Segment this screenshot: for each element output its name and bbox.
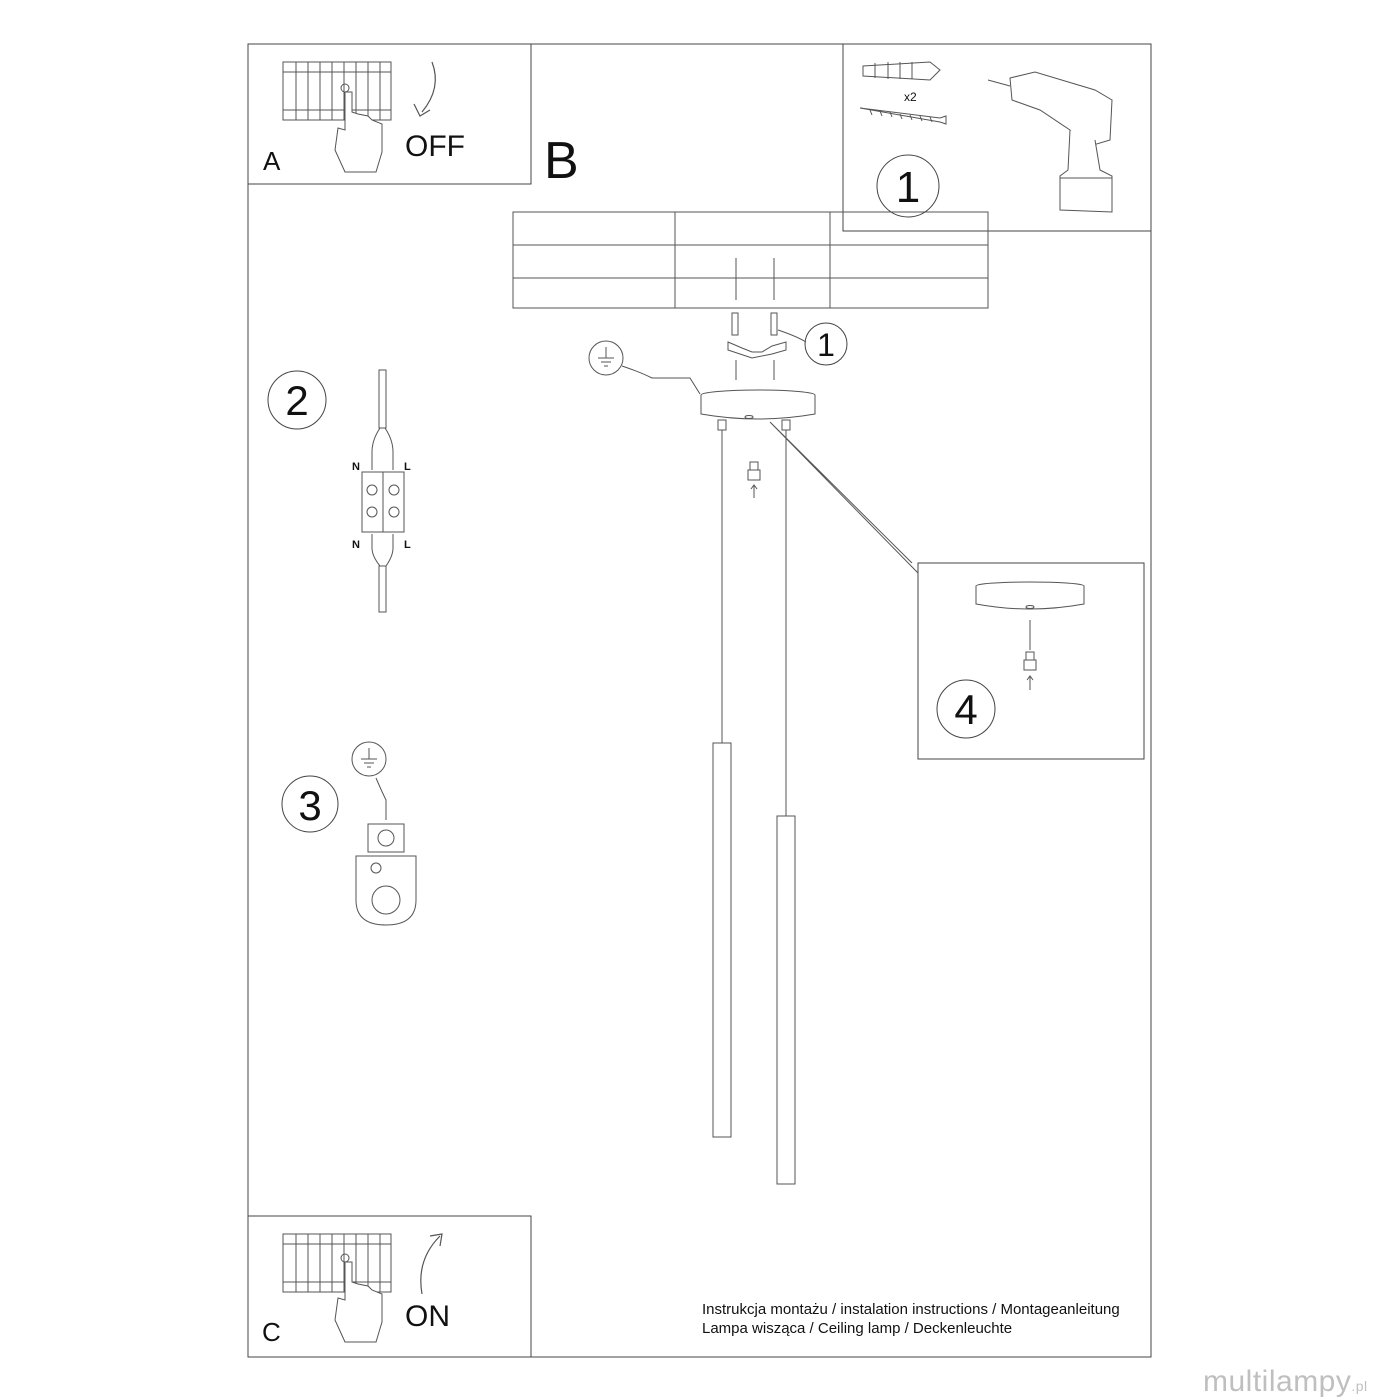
detail-callout-line [769, 421, 919, 574]
watermark-logo: multilampy.pl [1203, 1365, 1368, 1399]
watermark-suffix: .pl [1351, 1378, 1368, 1394]
terminal-label-l-bottom: L [404, 539, 411, 551]
ground-symbol-icon [351, 741, 387, 820]
terminal-label-l-top: L [404, 461, 411, 473]
pendant-lamp [712, 419, 796, 1185]
panel-c-box [247, 1215, 532, 1358]
terminal-block-icon [361, 369, 405, 613]
instruction-caption: Instrukcja montażu / instalation instruc… [702, 1300, 1120, 1338]
drill-icon [987, 71, 1113, 213]
panel-a-letter: A [263, 146, 281, 176]
wall-plug-icon [862, 61, 941, 81]
panel-c-letter: C [262, 1317, 281, 1347]
step3-number: 3 [298, 782, 321, 829]
ground-symbol-icon [588, 340, 701, 395]
panel-c-switch-label: ON [405, 1300, 450, 1333]
grub-screw-icon [1023, 620, 1037, 690]
screw-icon [859, 107, 947, 125]
ceiling-canopy [700, 389, 816, 420]
curved-arrow-icon [420, 1235, 441, 1295]
grub-screw-icon [747, 461, 761, 498]
step1-callout-number: 1 [817, 327, 835, 363]
ground-clamp-icon [355, 823, 417, 926]
caption-line-1: Instrukcja montażu / instalation instruc… [702, 1301, 1120, 1318]
terminal-label-n-bottom: N [352, 539, 360, 551]
step4-number: 4 [954, 686, 977, 733]
panel-a-switch-label: OFF [405, 130, 465, 163]
circuit-breaker-icon [282, 1233, 392, 1293]
step1-number: 1 [896, 163, 920, 212]
circuit-breaker-icon [282, 61, 392, 121]
panel-a-box [247, 43, 532, 185]
hand-icon [334, 91, 383, 173]
caption-line-2: Lampa wisząca / Ceiling lamp / Deckenleu… [702, 1320, 1013, 1337]
step2-number: 2 [285, 377, 308, 424]
ceiling-slab [512, 211, 989, 309]
mounting-bracket [727, 258, 807, 380]
curved-arrow-icon [421, 61, 436, 113]
watermark-brand: multilampy [1203, 1365, 1352, 1398]
hand-icon [334, 1261, 383, 1343]
sheet-frame [247, 43, 1152, 1358]
canopy-detail [975, 581, 1085, 610]
step1-quantity: x2 [904, 90, 917, 104]
terminal-label-n-top: N [352, 461, 360, 473]
panel-b-letter: B [544, 132, 579, 190]
